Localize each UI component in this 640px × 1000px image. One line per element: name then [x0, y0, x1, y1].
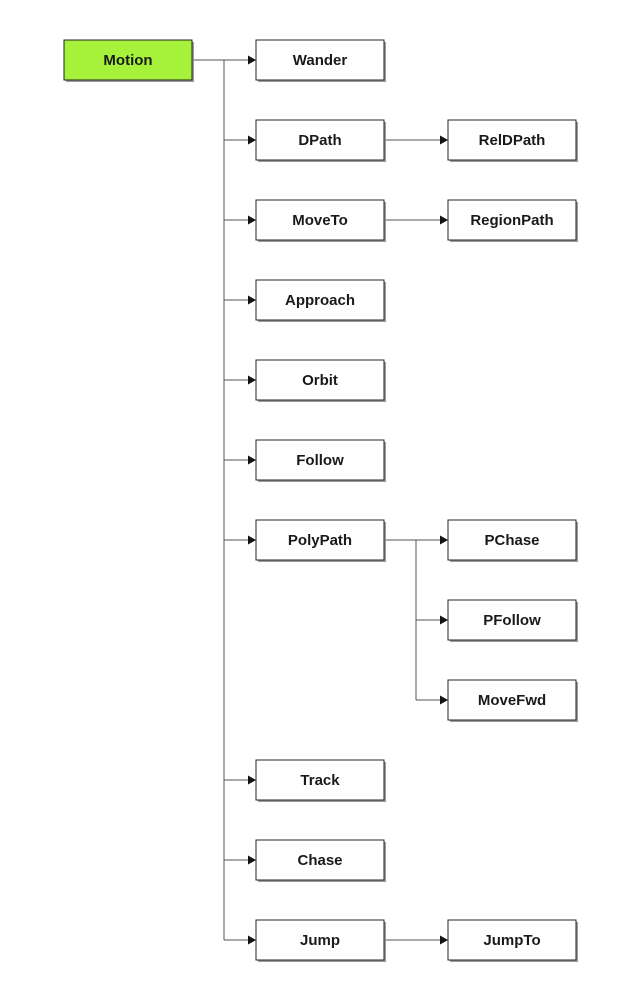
node-label: DPath: [298, 132, 341, 149]
node-label: RegionPath: [470, 212, 553, 229]
edge-group-motion: [192, 55, 256, 945]
arrow-head-icon: [440, 535, 448, 545]
edge-group-jump: [384, 935, 448, 945]
edge-group-moveto: [384, 215, 448, 225]
node-box: [255, 119, 385, 161]
node-jump: Jump: [255, 919, 386, 962]
node-box: [255, 359, 385, 401]
node-label: Orbit: [302, 372, 338, 389]
arrow-head-icon: [248, 135, 256, 145]
arrow-head-icon: [440, 615, 448, 625]
arrow-head-icon: [248, 535, 256, 545]
node-regionpath: RegionPath: [447, 199, 578, 242]
node-box: [63, 39, 193, 81]
node-reldpath: RelDPath: [447, 119, 578, 162]
node-wander: Wander: [255, 39, 386, 82]
node-label: Motion: [103, 52, 152, 69]
edge-group-dpath: [384, 135, 448, 145]
node-label: Track: [300, 772, 340, 789]
node-label: PChase: [484, 532, 539, 549]
node-pchase: PChase: [447, 519, 578, 562]
node-motion: Motion: [63, 39, 194, 82]
node-box: [255, 39, 385, 81]
node-box: [447, 599, 577, 641]
node-label: PolyPath: [288, 532, 352, 549]
node-box: [447, 919, 577, 961]
node-box: [255, 199, 385, 241]
arrow-head-icon: [440, 935, 448, 945]
node-chase: Chase: [255, 839, 386, 882]
edge-group-polypath: [384, 535, 448, 705]
arrow-head-icon: [248, 855, 256, 865]
node-label: Jump: [300, 932, 340, 949]
node-box: [447, 679, 577, 721]
node-label: PFollow: [483, 612, 541, 629]
arrow-head-icon: [440, 215, 448, 225]
node-box: [255, 279, 385, 321]
node-track: Track: [255, 759, 386, 802]
node-label: JumpTo: [483, 932, 540, 949]
arrow-head-icon: [248, 295, 256, 305]
node-pfollow: PFollow: [447, 599, 578, 642]
node-follow: Follow: [255, 439, 386, 482]
arrow-head-icon: [248, 375, 256, 385]
arrow-head-icon: [248, 935, 256, 945]
arrow-head-icon: [440, 135, 448, 145]
node-box: [255, 439, 385, 481]
node-box: [447, 519, 577, 561]
node-approach: Approach: [255, 279, 386, 322]
node-jumpto: JumpTo: [447, 919, 578, 962]
node-movefwd: MoveFwd: [447, 679, 578, 722]
node-box: [255, 919, 385, 961]
node-box: [447, 119, 577, 161]
arrow-head-icon: [248, 55, 256, 65]
node-box: [255, 839, 385, 881]
node-box: [447, 199, 577, 241]
arrow-head-icon: [440, 695, 448, 705]
arrow-head-icon: [248, 775, 256, 785]
node-label: Wander: [293, 52, 348, 69]
node-label: Follow: [296, 452, 344, 469]
node-label: Approach: [285, 292, 355, 309]
node-moveto: MoveTo: [255, 199, 386, 242]
arrow-head-icon: [248, 455, 256, 465]
node-box: [255, 759, 385, 801]
arrow-head-icon: [248, 215, 256, 225]
node-label: MoveTo: [292, 212, 348, 229]
node-polypath: PolyPath: [255, 519, 386, 562]
node-box: [255, 519, 385, 561]
node-orbit: Orbit: [255, 359, 386, 402]
node-label: Chase: [297, 852, 342, 869]
node-label: RelDPath: [479, 132, 546, 149]
edges-layer: [192, 55, 448, 945]
node-label: MoveFwd: [478, 692, 546, 709]
node-dpath: DPath: [255, 119, 386, 162]
